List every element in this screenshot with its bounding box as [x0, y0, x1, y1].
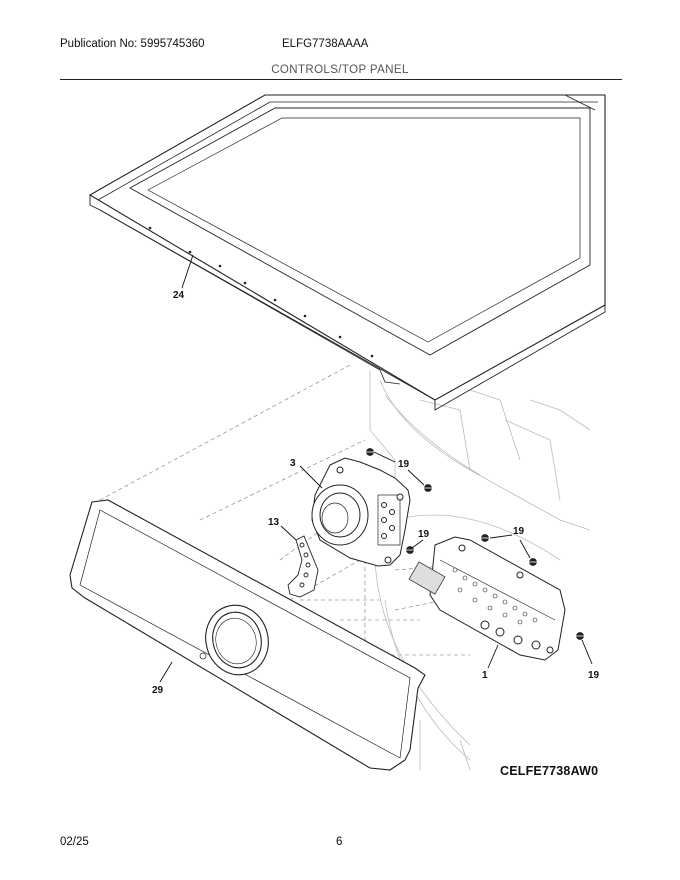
publication-number: Publication No: 5995745360 [60, 38, 205, 50]
control-board [408, 536, 566, 661]
top-panel [88, 94, 606, 411]
console-panel [69, 499, 426, 771]
callout-19-b: 19 [418, 529, 430, 540]
footer-date: 02/25 [60, 836, 89, 848]
section-title: CONTROLS/TOP PANEL [271, 64, 409, 76]
callout-13: 13 [268, 517, 280, 528]
callout-29: 29 [152, 685, 164, 696]
top-panel-rivets [148, 226, 374, 358]
callout-19-c: 19 [513, 526, 525, 537]
screws [365, 448, 585, 640]
model-number: ELFG7738AAAA [282, 38, 369, 50]
cabinet-outline [369, 370, 591, 771]
knob-housing [311, 457, 411, 567]
led-board [287, 535, 319, 598]
callout-19-d: 19 [588, 670, 600, 681]
callout-19-a: 19 [398, 459, 410, 470]
callout-24: 24 [173, 290, 185, 301]
drawing-code: CELFE7738AW0 [500, 764, 599, 778]
leader-lines [159, 254, 593, 683]
header-rule [60, 79, 622, 80]
callout-3: 3 [290, 458, 296, 469]
callout-1: 1 [482, 670, 488, 681]
page-number: 6 [336, 836, 343, 848]
